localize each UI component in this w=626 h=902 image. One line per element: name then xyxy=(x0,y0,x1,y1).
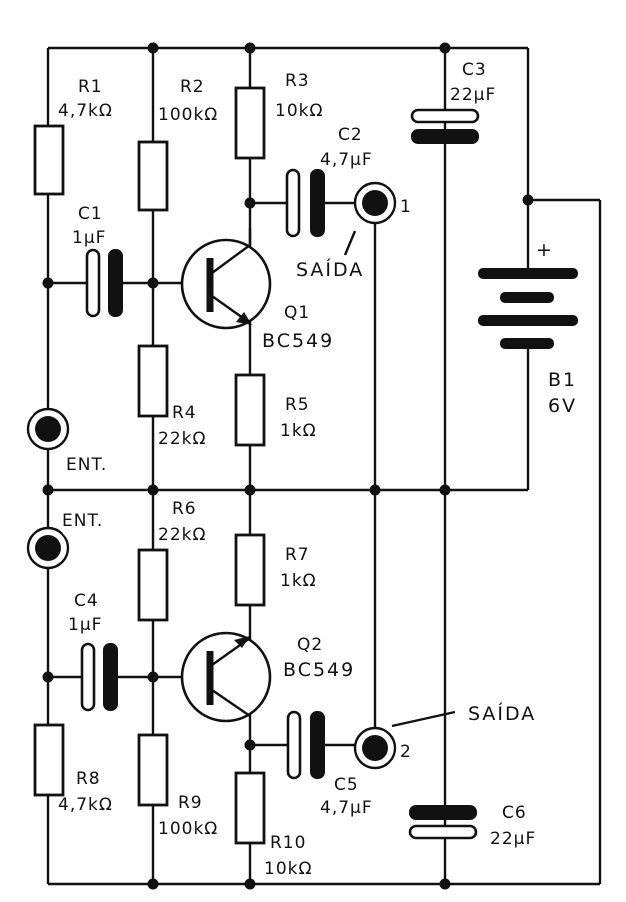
label-c5-value: 4,7μF xyxy=(320,798,373,818)
output-jack-1[interactable] xyxy=(353,181,397,225)
output1-leader xyxy=(343,230,357,256)
resistor-r3 xyxy=(234,86,266,160)
capacitor-c2 xyxy=(285,168,325,238)
label-output2-number: 2 xyxy=(400,742,412,762)
label-r1-name: R1 xyxy=(78,77,103,97)
label-c3-value: 22μF xyxy=(450,85,496,105)
label-c2-name: C2 xyxy=(338,125,363,145)
resistor-r6 xyxy=(137,548,169,622)
label-r8-name: R8 xyxy=(76,769,101,789)
input-jack-1[interactable] xyxy=(22,407,70,451)
capacitor-c6 xyxy=(408,805,478,840)
transistor-q2 xyxy=(180,631,272,723)
label-r2-value: 100kΩ xyxy=(158,105,218,125)
resistor-r10 xyxy=(234,771,266,845)
label-c6-name: C6 xyxy=(502,803,527,823)
label-r6-value: 22kΩ xyxy=(158,525,206,545)
label-c1-value: 1μF xyxy=(72,228,106,248)
capacitor-c5 xyxy=(286,710,325,780)
resistors xyxy=(33,86,266,845)
label-r3-value: 10kΩ xyxy=(275,101,323,121)
label-battery-plus: + xyxy=(536,239,554,261)
label-q1-name: Q1 xyxy=(284,303,310,323)
resistor-r7 xyxy=(234,533,266,607)
label-r1-value: 4,7kΩ xyxy=(58,101,113,121)
input-jack-2[interactable] xyxy=(26,526,74,570)
label-r4-name: R4 xyxy=(172,403,197,423)
resistor-r4 xyxy=(137,344,169,418)
label-b1-value: 6V xyxy=(548,395,577,417)
resistor-r5 xyxy=(234,373,266,447)
label-b1-name: B1 xyxy=(548,369,577,391)
resistor-r8 xyxy=(33,723,65,797)
battery-b1 xyxy=(478,200,578,349)
label-q2-value: BC549 xyxy=(283,659,355,681)
label-c1-name: C1 xyxy=(78,204,103,224)
label-q2-name: Q2 xyxy=(297,635,323,655)
label-r3-name: R3 xyxy=(285,71,310,91)
label-r9-name: R9 xyxy=(178,793,203,813)
label-r8-value: 4,7kΩ xyxy=(58,795,113,815)
labels: R1 4,7kΩ R2 100kΩ R3 10kΩ C2 4,7μF C3 22… xyxy=(58,60,577,879)
resistor-r2 xyxy=(137,140,169,212)
label-r5-name: R5 xyxy=(285,395,310,415)
label-c4-name: C4 xyxy=(74,591,99,611)
label-r4-value: 22kΩ xyxy=(158,429,206,449)
label-c6-value: 22μF xyxy=(490,829,536,849)
capacitors xyxy=(80,108,480,840)
junction-dots xyxy=(42,42,534,890)
transistor-q1 xyxy=(180,228,272,330)
resistor-r1 xyxy=(33,124,65,196)
label-r5-value: 1kΩ xyxy=(280,421,317,441)
label-r6-name: R6 xyxy=(172,499,197,519)
label-r10-value: 10kΩ xyxy=(264,859,312,879)
label-output1-number: 1 xyxy=(400,197,412,217)
resistor-r9 xyxy=(137,733,169,807)
label-output1-text: SAÍDA xyxy=(296,258,364,281)
label-q1-value: BC549 xyxy=(262,330,334,352)
label-output2-text: SAÍDA xyxy=(468,702,536,725)
label-c4-value: 1μF xyxy=(68,615,102,635)
label-input2: ENT. xyxy=(62,511,103,531)
output-jack-2[interactable] xyxy=(353,726,397,770)
label-r9-value: 100kΩ xyxy=(158,819,218,839)
label-c5-name: C5 xyxy=(334,775,359,795)
capacitor-c4 xyxy=(80,642,118,712)
label-r10-name: R10 xyxy=(270,833,306,853)
label-c2-value: 4,7μF xyxy=(320,150,373,170)
label-r7-name: R7 xyxy=(285,545,310,565)
label-r7-value: 1kΩ xyxy=(280,571,317,591)
output2-leader xyxy=(391,710,456,728)
label-c3-name: C3 xyxy=(462,60,487,80)
label-r2-name: R2 xyxy=(180,77,205,97)
capacitor-c3 xyxy=(410,108,480,144)
label-input1: ENT. xyxy=(66,455,107,475)
capacitor-c1 xyxy=(85,248,123,318)
